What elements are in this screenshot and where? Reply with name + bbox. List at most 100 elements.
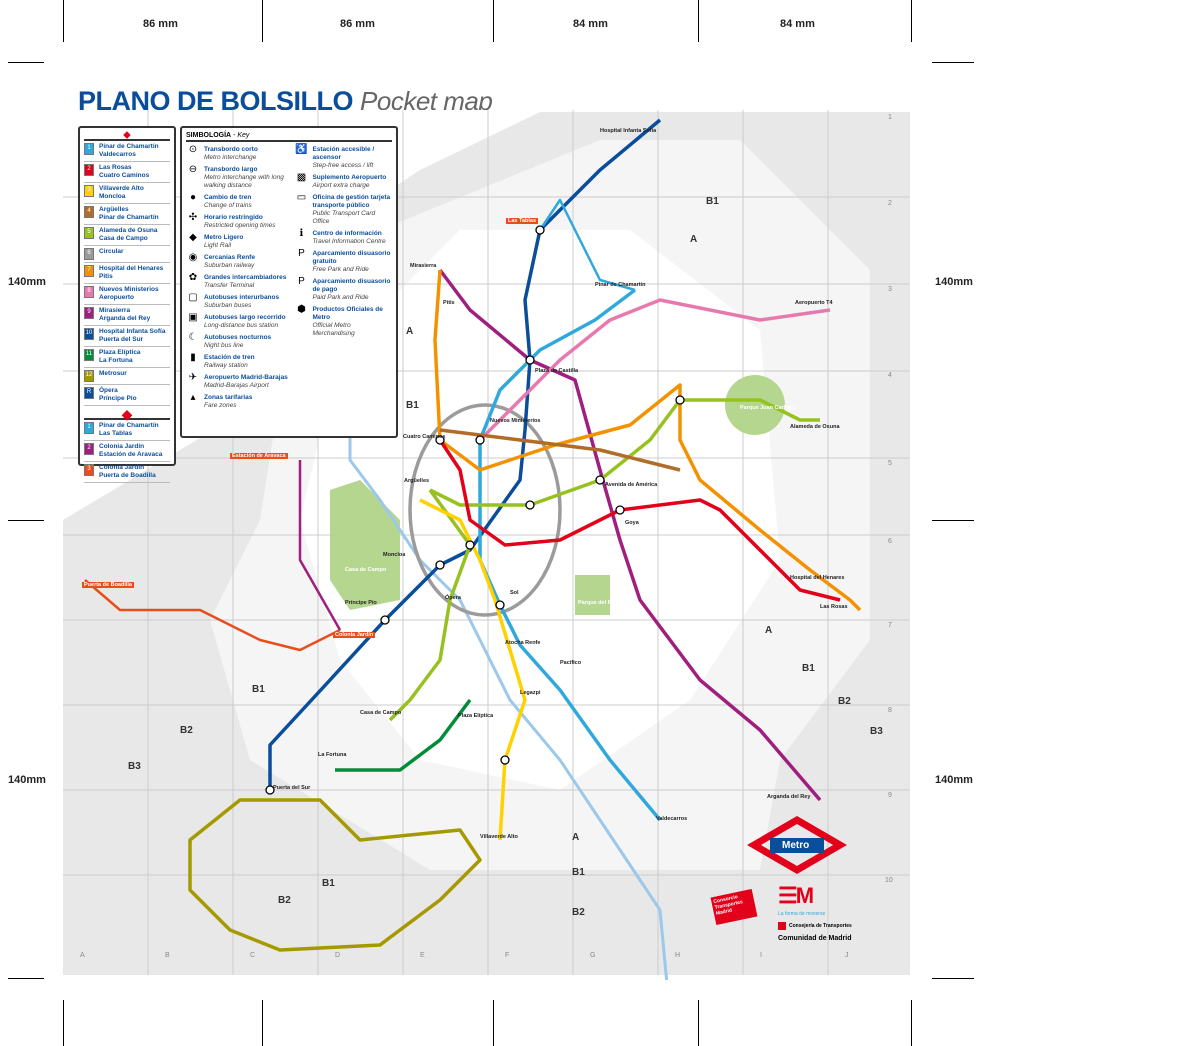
line-terminal: Moncloa: [99, 193, 126, 200]
grid-letter: E: [420, 952, 425, 959]
station-label[interactable]: Goya: [625, 520, 639, 526]
station-label[interactable]: Puerta de Boadilla: [82, 582, 134, 588]
line-terminal: La Fortuna: [99, 357, 133, 364]
station-label[interactable]: Alameda de Osuna: [790, 424, 840, 430]
station-label[interactable]: La Fortuna: [318, 752, 347, 758]
long-distance-bus-icon: ▣: [188, 312, 198, 323]
key-label: Autobuses nocturnos: [204, 334, 272, 341]
station-label[interactable]: Avenida de América: [605, 482, 658, 488]
grid-letter: D: [335, 952, 341, 959]
light-rail-1[interactable]: [538, 198, 636, 292]
line-1[interactable]: [478, 288, 662, 822]
light-rail-2[interactable]: [298, 460, 342, 631]
station-label[interactable]: Hospital Infanta Sofía: [600, 128, 657, 134]
crop-mark: [262, 0, 263, 42]
merchandising-icon: ⬢: [297, 304, 306, 315]
key-label: Aparcamiento disuasorio gratuito: [312, 250, 391, 265]
station-label[interactable]: Príncipe Pío: [345, 600, 377, 606]
station-label[interactable]: Legazpi: [520, 690, 541, 696]
station-label[interactable]: Las Tablas: [506, 218, 539, 224]
light-rail-3[interactable]: [84, 579, 341, 652]
line-12[interactable]: [188, 798, 482, 952]
station-label[interactable]: Estación de Aravaca: [230, 453, 288, 459]
station-label[interactable]: Casa de Campo: [360, 710, 402, 716]
key-label: Autobuses interurbanos: [204, 294, 280, 301]
zone-label: B1: [572, 867, 585, 878]
grid-number: 4: [888, 372, 892, 379]
line-11[interactable]: [335, 698, 472, 772]
key-label-en: Public Transport Card Office: [312, 210, 376, 225]
station-label[interactable]: Pitis: [443, 300, 455, 306]
line-2[interactable]: [438, 439, 841, 602]
station-label[interactable]: Mirasierra: [410, 263, 437, 269]
station-label[interactable]: Puerta del Sur: [273, 785, 311, 791]
key-label-en: Suburban railway: [204, 262, 255, 269]
key-label-en: Suburban buses: [204, 302, 252, 309]
line-badge: 8: [84, 286, 94, 298]
line-terminal: Plaza Elíptica: [99, 349, 141, 356]
station-label[interactable]: Argüelles: [404, 478, 430, 484]
grid-number: 9: [888, 792, 892, 799]
key-label-en: Official Metro Merchandising: [312, 322, 355, 337]
line-3[interactable]: [419, 498, 527, 841]
line-4[interactable]: [439, 428, 681, 472]
station-label[interactable]: Valdecarros: [656, 816, 688, 822]
line-terminal: Circular: [99, 248, 124, 255]
station-label[interactable]: Pinar de Chamartín: [595, 282, 646, 288]
station-label[interactable]: Plaza Elíptica: [458, 713, 494, 719]
station-label[interactable]: Moncloa: [383, 552, 406, 558]
station-label[interactable]: Nuevos Ministerios: [490, 418, 541, 424]
key-label: Metro Ligero: [204, 234, 244, 241]
station-label[interactable]: Colonia Jardín: [333, 632, 376, 638]
crop-mark: [932, 62, 974, 63]
station-label[interactable]: Sol: [510, 590, 519, 596]
station-label[interactable]: Pacífico: [560, 660, 582, 666]
line-badge: 6: [84, 248, 94, 260]
em-logo: ☰M: [778, 883, 814, 908]
station-label[interactable]: Aeropuerto T4: [795, 300, 833, 306]
station-label[interactable]: Villaverde Alto: [480, 834, 518, 840]
change-trains-icon: ●: [189, 192, 197, 203]
line-6[interactable]: [408, 403, 562, 617]
station-label[interactable]: Plaza de Castilla: [535, 368, 579, 374]
station-label[interactable]: Cuatro Caminos: [403, 434, 446, 440]
station-label[interactable]: Atocha Renfe: [505, 640, 541, 646]
station-label[interactable]: Arganda del Rey: [767, 794, 811, 800]
station-label[interactable]: Hospital del Henares: [790, 575, 845, 581]
grid-letter: I: [760, 952, 762, 959]
station-label[interactable]: Las Rosas: [820, 604, 848, 610]
key-label-en: Travel Information Centre: [312, 238, 386, 245]
line-5[interactable]: [388, 488, 472, 722]
grid-number: 5: [888, 460, 892, 467]
station-label[interactable]: Ópera: [445, 595, 461, 601]
legend-line-6[interactable]: 6 Circular: [84, 246, 170, 263]
line-terminal: Cuatro Caminos: [99, 172, 150, 179]
line-5-east[interactable]: [429, 398, 820, 507]
key-label-en: Long-distance bus station: [204, 322, 279, 329]
line-8[interactable]: [478, 298, 831, 442]
line-9[interactable]: [438, 268, 822, 802]
dimension-label: 84 mm: [573, 18, 608, 30]
key-label-en: Restricted opening times: [204, 222, 276, 229]
